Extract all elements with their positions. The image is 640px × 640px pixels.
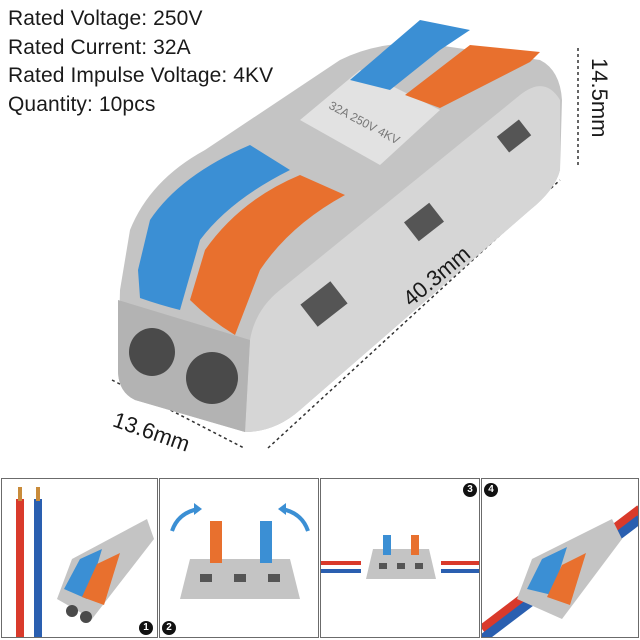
- step-1-illustration: [16, 487, 154, 637]
- step-badge-1: 1: [139, 621, 153, 635]
- orange-lever-back: [405, 45, 540, 108]
- orange-lever-front: [190, 175, 345, 335]
- wire-hole-2: [186, 352, 238, 404]
- test-slot-3: [496, 119, 532, 153]
- spec-rated-voltage: Rated Voltage: 250V: [8, 7, 203, 30]
- step-3-illustration: [321, 535, 479, 579]
- step-4-illustration: [482, 505, 638, 637]
- step-badge-3: 3: [463, 483, 477, 497]
- test-slot-2: [404, 202, 444, 242]
- step-panel-insert-wires: 3: [320, 478, 480, 638]
- height-label: 14.5mm: [587, 58, 612, 138]
- step-panel-open-levers: 2: [159, 478, 319, 638]
- blue-lever-front: [138, 145, 290, 310]
- red-wire: [16, 499, 24, 637]
- spec-rated-current: Rated Current: 32A: [8, 36, 191, 59]
- wire-hole-1: [129, 328, 175, 376]
- connector-illustration: 32A 250V 4KV: [111, 20, 579, 449]
- step-2-illustration: [170, 503, 310, 599]
- step-badge-2: 2: [162, 621, 176, 635]
- spec-quantity: Quantity: 10pcs: [8, 93, 156, 116]
- step-panel-close-levers: 4: [481, 478, 639, 638]
- spec-rated-impulse-voltage: Rated Impulse Voltage: 4KV: [8, 64, 274, 87]
- step-badge-4: 4: [484, 483, 498, 497]
- blue-lever-back: [350, 20, 470, 90]
- test-slot-1: [300, 281, 348, 327]
- blue-wire: [34, 499, 42, 637]
- step-panel-wires: 1: [1, 478, 158, 638]
